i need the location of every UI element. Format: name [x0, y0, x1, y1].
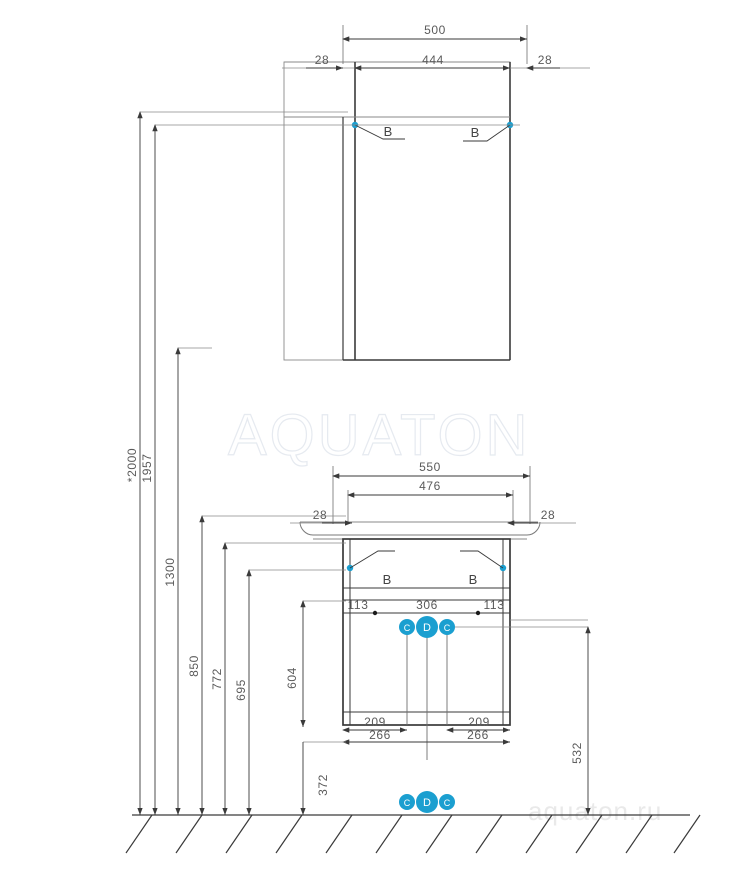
dim-113-right-label: 113: [484, 598, 505, 612]
height-2000-label: *2000: [125, 448, 139, 482]
dim-113-left-label: 113: [348, 598, 369, 612]
marker-c-right-text: C: [444, 623, 451, 633]
dim-v28-left-label: 28: [313, 508, 328, 522]
dim-vanity-476: 476: [347, 479, 514, 524]
mirror-mount-markers: B B: [351, 121, 514, 142]
height-772-label: 772: [210, 668, 224, 690]
marker-d-center-circle: [416, 616, 438, 638]
dim-306-tick-left: [372, 610, 378, 616]
dim-28-right-label: 28: [538, 53, 553, 67]
marker-d-center-text: D: [423, 622, 431, 634]
watermark-main-text: AQUATON: [228, 403, 530, 468]
mirror-cabinet-body: [283, 61, 511, 361]
floor-marker-c-right-text: C: [444, 798, 451, 808]
floor-marker-d-center-text: D: [423, 797, 431, 809]
dim-500-label: 500: [424, 23, 446, 37]
height-1300-label: 1300: [163, 557, 177, 586]
mirror-leader-right: [463, 124, 511, 142]
height-372-label: 372: [316, 774, 330, 796]
height-532-label: 532: [570, 742, 584, 764]
height-850-label: 850: [187, 655, 201, 677]
watermark-footer: aquaton.ru: [528, 796, 662, 826]
dim-306-label: 306: [416, 598, 438, 612]
marker-c-left-circle: [399, 619, 415, 635]
height-695-label: 695: [234, 679, 248, 701]
vanity-mount-label-right: B: [469, 572, 478, 587]
vanity-unit-body: [299, 521, 588, 726]
floor-hatching: [125, 814, 701, 854]
mirror-cabinet-outer: [283, 61, 511, 361]
mirror-leader-left: [354, 124, 405, 140]
height-604-label: 604: [285, 667, 299, 689]
dim-vanity-113-306-113: 113 306 113: [343, 598, 510, 616]
vanity-carcass: [342, 538, 511, 726]
mirror-mount-label-right: B: [471, 125, 480, 140]
dim-444-label: 444: [422, 53, 444, 67]
dim-209-left-label: 209: [364, 715, 386, 729]
dim-476-label: 476: [419, 479, 441, 493]
dim-vanity-550: 550: [332, 460, 531, 524]
height-1957-label: 1957: [140, 453, 154, 482]
floor-line-group: [125, 814, 701, 854]
vanity-mount-label-left: B: [383, 572, 392, 587]
dim-266-left-label: 266: [369, 728, 391, 742]
dim-v28-right-label: 28: [541, 508, 556, 522]
mirror-mount-label-left: B: [384, 124, 393, 139]
vanity-leader-left: [349, 550, 395, 569]
dim-28-left-label: 28: [315, 53, 330, 67]
dim-306-tick-right: [475, 610, 481, 616]
floor-marker-c-right-circle: [439, 794, 455, 810]
dim-mirror-500: 500: [342, 23, 528, 64]
marker-c-left-text: C: [404, 623, 411, 633]
floor-marker-c-left-text: C: [404, 798, 411, 808]
vanity-basin-profile: [299, 521, 541, 536]
height-dimension-532: 532: [570, 626, 591, 815]
watermark-footer-text: aquaton.ru: [528, 796, 662, 826]
floor-marker-c-left-circle: [399, 794, 415, 810]
service-markers-floor: C D C: [399, 791, 455, 813]
vanity-mount-markers: B B: [346, 550, 507, 587]
dim-550-label: 550: [419, 460, 441, 474]
marker-c-right-circle: [439, 619, 455, 635]
vanity-leader-right: [460, 550, 504, 569]
dim-209-right-label: 209: [468, 715, 490, 729]
service-markers-vanity: C D C: [399, 616, 588, 760]
dim-vanity-28-row: 28 28: [290, 508, 576, 526]
watermark-aquaton: AQUATON: [227, 402, 530, 468]
floor-marker-d-center-circle: [416, 791, 438, 813]
dim-266-right-label: 266: [467, 728, 489, 742]
dim-mirror-444-row: 444 28 28: [282, 53, 590, 71]
dim-vanity-drawer-rows: 209 209 266 266: [342, 715, 510, 745]
height-dimensions-left: *2000 1957 1300 850 772 695 604: [125, 111, 520, 815]
